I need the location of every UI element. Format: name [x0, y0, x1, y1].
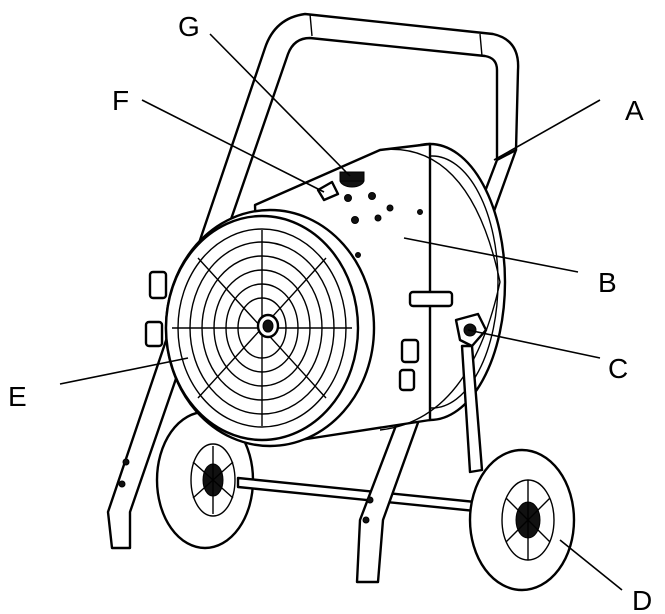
- callout-g: G: [178, 11, 200, 42]
- callout-f: F: [112, 85, 129, 116]
- callout-a: A: [625, 95, 644, 126]
- leader-f: [141, 99, 325, 193]
- callout-b: B: [598, 267, 617, 298]
- top-controls: [316, 171, 365, 202]
- leader-b: [403, 237, 579, 273]
- tilt-adjuster: [454, 312, 488, 474]
- callout-d: D: [632, 585, 652, 614]
- frame-bolts: [362, 496, 374, 524]
- leader-lines: [59, 33, 623, 591]
- callout-e: E: [8, 381, 27, 412]
- front-grille: [164, 208, 376, 448]
- leader-d: [559, 539, 623, 591]
- leader-e: [59, 357, 189, 385]
- leader-a: [493, 99, 601, 161]
- front-wheel-right: [468, 448, 576, 592]
- leader-c: [467, 329, 601, 359]
- left-bracket: [118, 270, 168, 488]
- callout-c: C: [608, 353, 628, 384]
- leader-g: [209, 33, 351, 177]
